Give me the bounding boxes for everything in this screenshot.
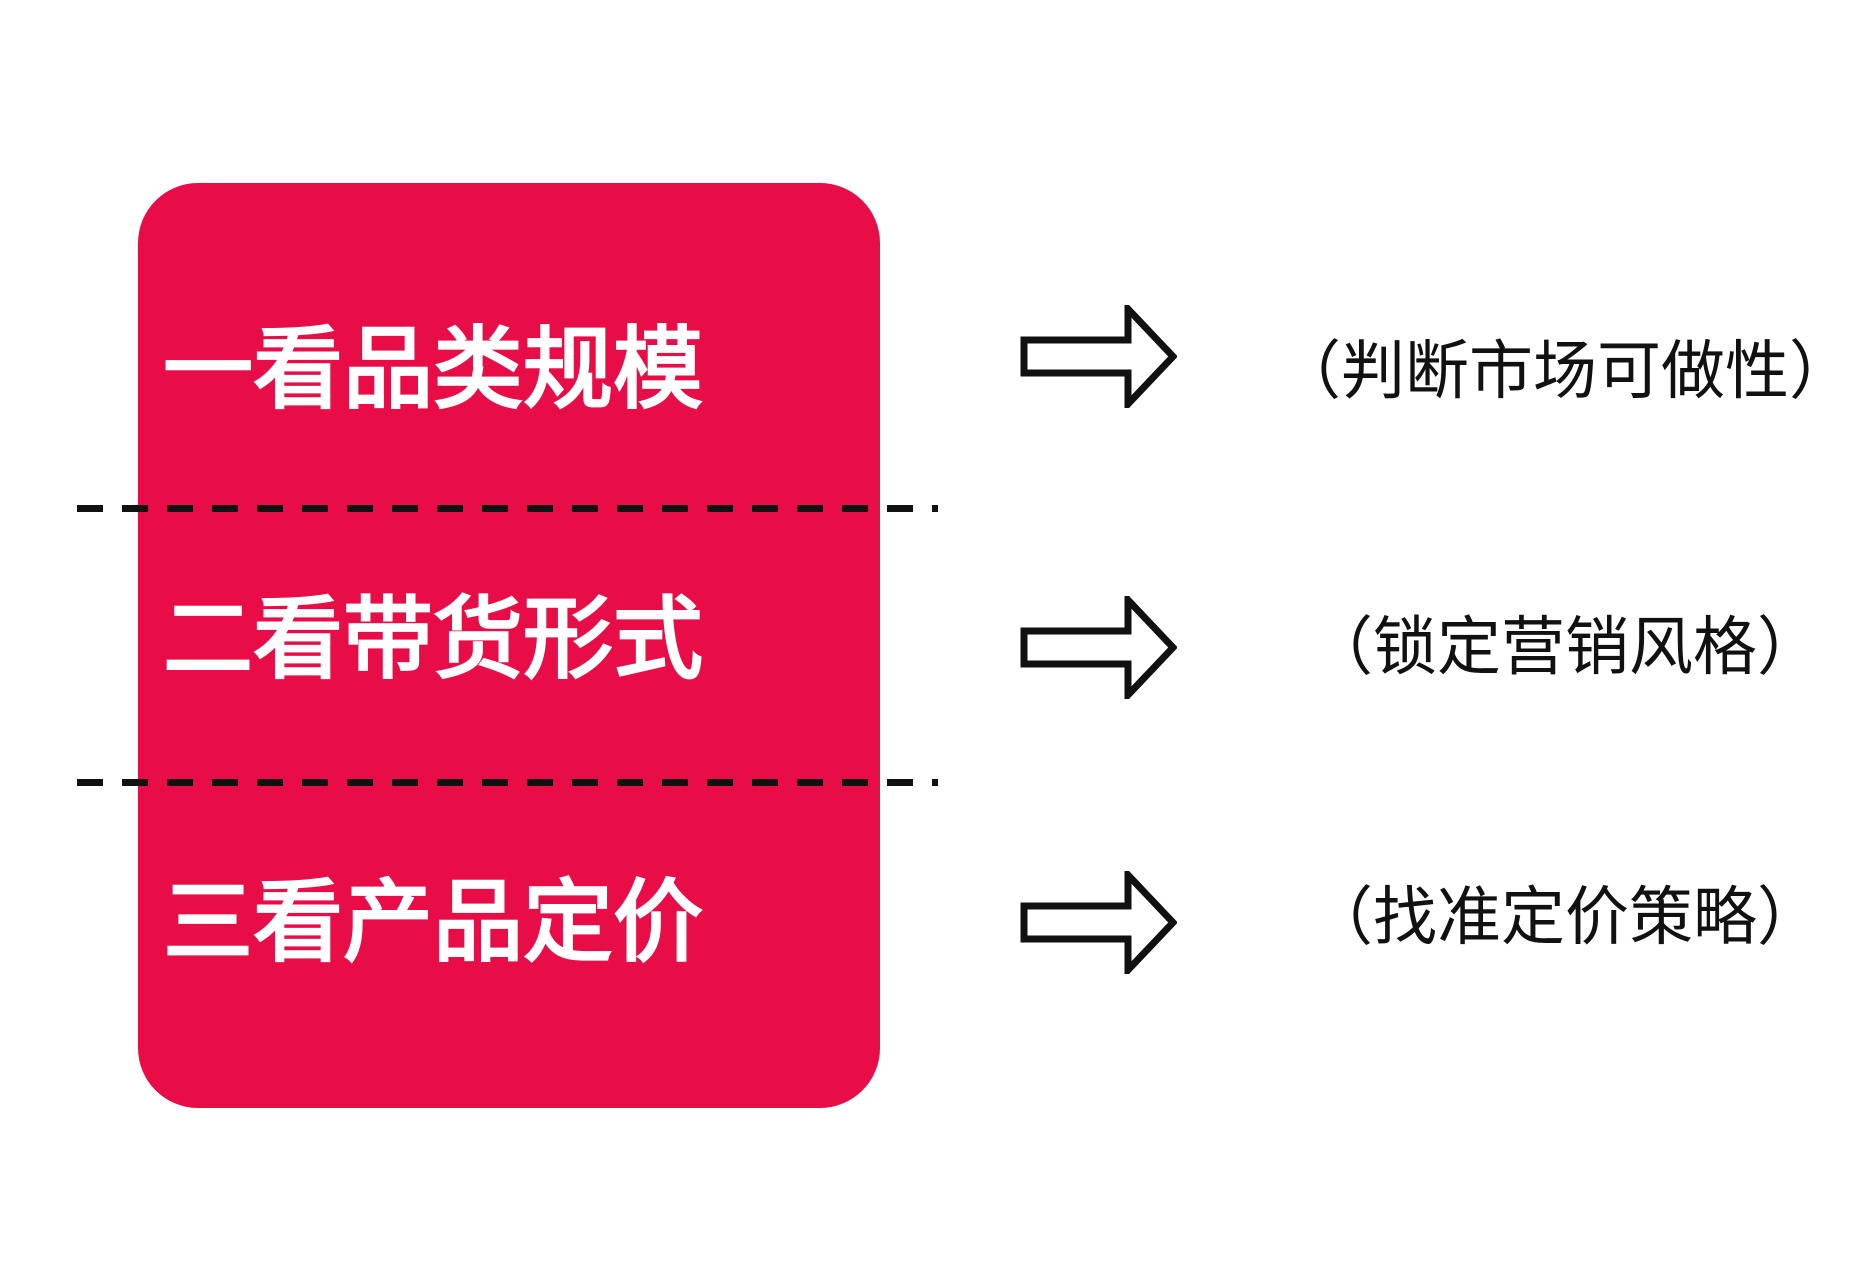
step-1-label: 一看品类规模 — [163, 320, 703, 420]
dashed-divider-2 — [77, 779, 938, 786]
step-2-annotation: （锁定营销风格） — [1309, 611, 1821, 683]
step-3-annotation: （找准定价策略） — [1309, 881, 1821, 953]
dashed-divider-1 — [77, 505, 938, 512]
arrow-right-icon — [1020, 596, 1177, 699]
step-1-annotation: （判断市场可做性） — [1277, 335, 1853, 407]
category-steps-panel — [138, 183, 880, 1108]
arrow-right-icon — [1020, 305, 1177, 408]
step-2-label: 二看带货形式 — [163, 590, 703, 690]
step-3-label: 三看产品定价 — [163, 873, 703, 973]
arrow-right-icon — [1020, 871, 1177, 974]
